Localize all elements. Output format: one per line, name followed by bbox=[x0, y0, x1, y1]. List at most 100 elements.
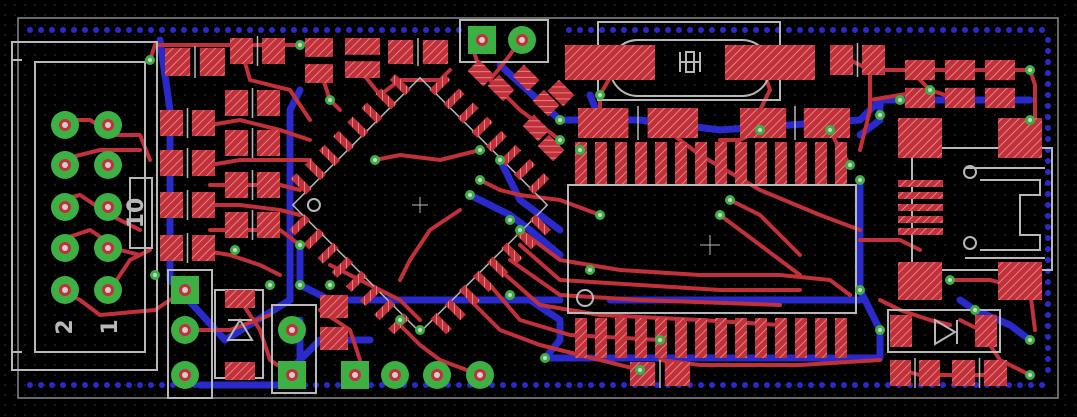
smd-component bbox=[945, 60, 975, 108]
stitch-via bbox=[643, 27, 649, 33]
tqfp-pin bbox=[514, 159, 536, 181]
via bbox=[1025, 65, 1035, 75]
soic-pin bbox=[755, 318, 767, 358]
tqfp-pin bbox=[471, 116, 493, 138]
stitch-via bbox=[269, 27, 275, 33]
stitch-via bbox=[808, 27, 814, 33]
connector-label-10: 10 bbox=[124, 198, 149, 229]
smd-component bbox=[160, 108, 215, 138]
stitch-via bbox=[918, 27, 924, 33]
stitch-via bbox=[390, 27, 396, 33]
tqfp-pin bbox=[487, 256, 509, 278]
tqfp-pin bbox=[375, 88, 397, 110]
stitch-via bbox=[830, 382, 836, 388]
stitch-via bbox=[115, 382, 121, 388]
stitch-via bbox=[621, 27, 627, 33]
stitch-via bbox=[742, 382, 748, 388]
header-pin bbox=[51, 151, 79, 179]
stitch-via bbox=[313, 27, 319, 33]
via bbox=[465, 190, 475, 200]
stitch-via bbox=[555, 382, 561, 388]
stitch-via bbox=[368, 382, 374, 388]
stitch-via bbox=[137, 27, 143, 33]
smd-component bbox=[320, 295, 348, 350]
tqfp-pin bbox=[359, 284, 382, 307]
stitch-via bbox=[401, 27, 407, 33]
tqfp-chip bbox=[289, 74, 551, 335]
header-pin bbox=[468, 26, 496, 54]
via bbox=[555, 135, 565, 145]
stitch-via bbox=[1045, 301, 1051, 307]
smd-component bbox=[230, 36, 285, 66]
via bbox=[295, 280, 305, 290]
smd-component bbox=[388, 38, 448, 66]
stitch-via bbox=[1045, 81, 1051, 87]
stitch-via bbox=[819, 27, 825, 33]
tqfp-pin bbox=[473, 270, 495, 292]
stitch-via bbox=[874, 27, 880, 33]
soic-pin bbox=[675, 142, 687, 184]
usb-pin bbox=[898, 192, 943, 199]
via bbox=[475, 175, 485, 185]
stitch-via bbox=[775, 382, 781, 388]
stitch-via bbox=[1045, 213, 1051, 219]
stitch-via bbox=[654, 27, 660, 33]
smd-component bbox=[630, 360, 690, 388]
stitch-via bbox=[995, 27, 1001, 33]
via bbox=[970, 305, 980, 315]
usb-pin bbox=[898, 216, 943, 223]
pads-layer bbox=[160, 36, 1015, 388]
smd-component bbox=[160, 190, 215, 220]
stitch-via bbox=[764, 27, 770, 33]
stitch-via bbox=[687, 27, 693, 33]
stitch-via bbox=[1045, 191, 1051, 197]
via bbox=[325, 95, 335, 105]
stitch-via bbox=[126, 27, 132, 33]
box-header-outline bbox=[11, 41, 158, 371]
stitch-via bbox=[368, 27, 374, 33]
header-pin bbox=[171, 276, 199, 304]
stitch-via bbox=[599, 382, 605, 388]
tqfp-pin bbox=[430, 313, 452, 335]
via bbox=[575, 145, 585, 155]
via bbox=[295, 40, 305, 50]
stitch-via bbox=[874, 382, 880, 388]
stitch-via bbox=[236, 27, 242, 33]
via bbox=[395, 315, 405, 325]
via bbox=[895, 95, 905, 105]
stitch-via bbox=[60, 27, 66, 33]
stitch-via bbox=[786, 382, 792, 388]
soic-pin bbox=[795, 142, 807, 184]
header-pin bbox=[381, 361, 409, 389]
tqfp-pin bbox=[304, 159, 326, 181]
stitch-via bbox=[808, 382, 814, 388]
stitch-via bbox=[720, 27, 726, 33]
header-jp2-outline bbox=[271, 304, 317, 394]
stitch-via bbox=[610, 382, 616, 388]
header-pin bbox=[51, 193, 79, 221]
tqfp-pin bbox=[499, 144, 522, 167]
stitch-via bbox=[698, 27, 704, 33]
smd-component bbox=[225, 88, 280, 118]
tqfp-pin bbox=[331, 256, 353, 278]
soic-pin bbox=[755, 142, 767, 184]
stitch-via bbox=[1017, 27, 1023, 33]
stitch-via bbox=[841, 382, 847, 388]
smd-component bbox=[225, 210, 280, 240]
via bbox=[150, 270, 160, 280]
stitch-via bbox=[962, 27, 968, 33]
stitch-via bbox=[698, 382, 704, 388]
soic-pin bbox=[835, 142, 847, 184]
diode-right-outline bbox=[887, 309, 1001, 353]
stitch-via bbox=[1045, 235, 1051, 241]
via bbox=[370, 155, 380, 165]
stitch-via bbox=[1045, 59, 1051, 65]
stitch-via bbox=[665, 27, 671, 33]
stitch-via bbox=[1045, 246, 1051, 252]
usb-pin bbox=[898, 228, 943, 235]
angled-smd-pads bbox=[467, 59, 575, 162]
stitch-via bbox=[797, 27, 803, 33]
stitch-via bbox=[27, 382, 33, 388]
stitch-via bbox=[1045, 114, 1051, 120]
